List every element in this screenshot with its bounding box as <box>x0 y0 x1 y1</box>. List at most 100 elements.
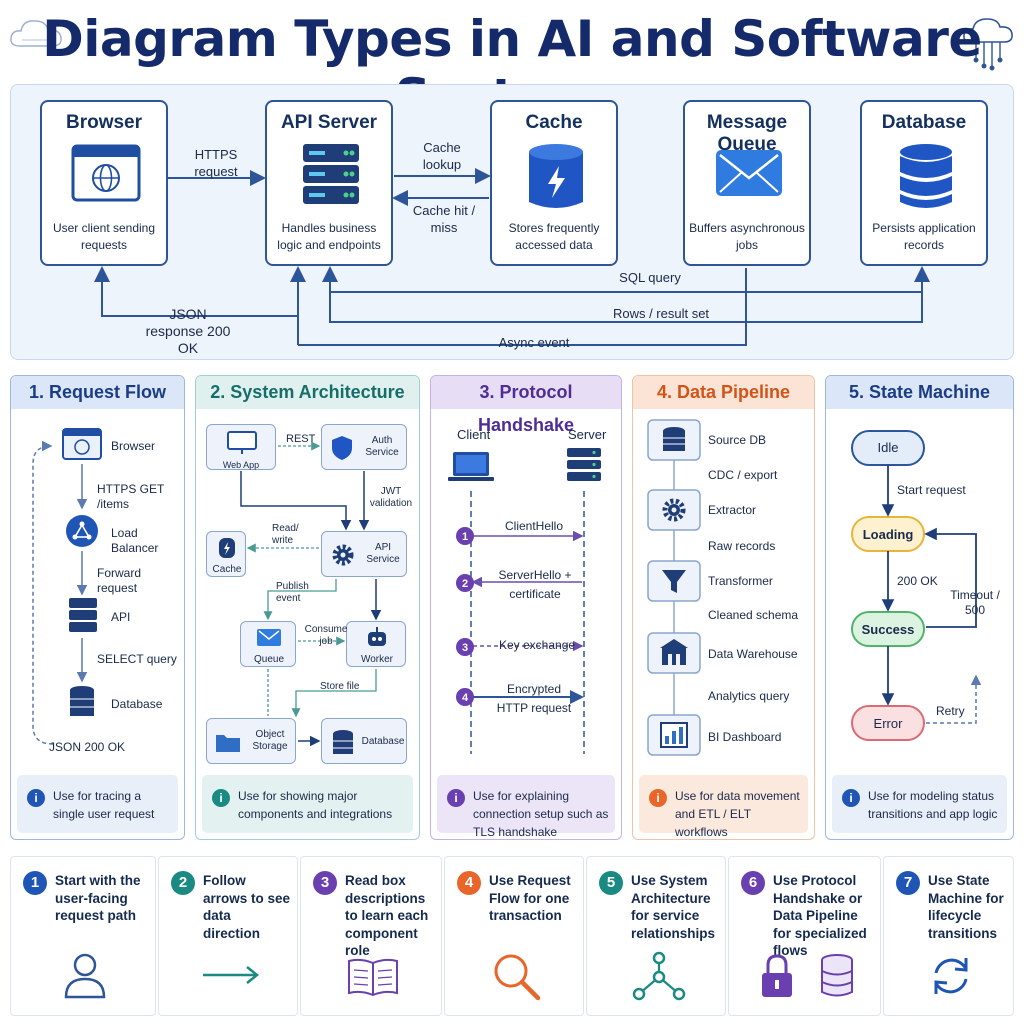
handshake-step-label: ClientHello <box>505 519 564 533</box>
client-label: Client <box>457 427 491 442</box>
panel-note-text: Use for modeling status transitions and … <box>868 789 998 821</box>
node-label: Auth Service <box>365 435 399 458</box>
transition-label: 200 OK <box>897 574 938 588</box>
node-label: Web App <box>222 460 260 470</box>
shield-icon <box>332 436 352 460</box>
architecture-connectors <box>240 441 382 747</box>
envelope-icon <box>716 150 782 196</box>
cache-hit-miss-label: Cache hit / miss <box>412 203 476 235</box>
pipeline-step-label: Source DB <box>708 433 767 447</box>
panel-title: 1. Request Flow <box>11 376 184 409</box>
envelope-icon <box>257 629 281 646</box>
pipeline-step-label: BI Dashboard <box>708 730 782 744</box>
panel-state-machine: 5. State Machine Idle Loading Success Er… <box>825 375 1014 840</box>
state-diagram <box>851 430 982 741</box>
handshake-step-label: ServerHello + certificate <box>498 568 572 601</box>
connector-label: JWT validation <box>369 486 413 509</box>
panel-note: i Use for explaining connection setup suc… <box>437 775 615 839</box>
refresh-cycle-icon <box>934 958 968 994</box>
server-label: Server <box>568 427 607 442</box>
connector-label: Read/ write <box>272 523 299 546</box>
cache-bolt-icon <box>529 144 583 208</box>
robot-icon <box>368 627 386 646</box>
panel-note-text: Use for explaining connection setup such… <box>473 789 609 839</box>
node-label: Worker <box>360 654 394 665</box>
info-icon: i <box>842 789 860 807</box>
box-title: Cache <box>525 112 583 133</box>
connector-label: REST <box>286 433 316 445</box>
step-label: HTTPS GET /items <box>97 482 165 511</box>
info-icon: i <box>649 789 667 807</box>
node-label: Cache <box>212 564 242 575</box>
database-icon <box>333 730 353 754</box>
cache-icon <box>219 538 235 558</box>
tip-7: 7 Use State Machine for lifecycle transi… <box>883 856 1014 1016</box>
tip-number: 6 <box>741 871 765 895</box>
api-server-box: API Server Handles business logic and en… <box>265 100 393 266</box>
tip-number: 3 <box>313 871 337 895</box>
cache-node: Cache <box>206 531 246 577</box>
box-description: Persists application records <box>872 221 976 252</box>
panel-note-text: Use for showing major components and int… <box>238 789 393 821</box>
step-label: JSON 200 OK <box>49 740 126 754</box>
request-flow-diagram <box>32 428 102 745</box>
tip-text: Follow arrows to see data direction <box>203 873 291 941</box>
step-label: API <box>111 610 131 624</box>
pipeline-edge-label: Analytics query <box>708 689 790 703</box>
transition-label: Start request <box>897 483 966 497</box>
panel-title: 3. Protocol Handshake <box>431 376 621 435</box>
database-node: Database <box>321 718 407 764</box>
panel-title: 2. System Architecture <box>196 376 419 409</box>
node-label: Database <box>361 736 405 747</box>
browser-window-icon <box>71 144 141 202</box>
svg-text:1: 1 <box>462 531 468 543</box>
server-rack-icon <box>303 144 359 204</box>
tip-4: 4 Use Request Flow for one transaction <box>444 856 584 1016</box>
architecture-arrows <box>94 168 930 346</box>
tip-text: Use System Architecture for service rela… <box>631 873 716 941</box>
message-queue-box: Message Queue Buffers asynchronous jobs <box>683 100 811 266</box>
tip-text: Use Protocol Handshake or Data Pipeline … <box>773 873 867 958</box>
state-label: Success <box>861 622 915 637</box>
database-icon <box>821 954 853 997</box>
panel-system-architecture: 2. System Architecture Web App Auth Serv… <box>195 375 420 840</box>
tip-number: 5 <box>599 871 623 895</box>
pipeline-step-label: Extractor <box>708 503 757 517</box>
box-description: Handles business logic and endpoints <box>277 221 381 252</box>
panel-request-flow: 1. Request Flow Browser HTTPS GET /items… <box>10 375 185 840</box>
https-request-label: HTTPS request <box>194 147 238 179</box>
arrow-right-icon <box>203 966 260 984</box>
browser-box: Browser User client sending requests <box>40 100 168 266</box>
lock-icon <box>762 954 792 997</box>
tip-5: 5 Use System Architecture for service re… <box>586 856 726 1016</box>
folder-icon <box>216 735 240 752</box>
open-book-icon <box>348 958 398 997</box>
pipeline-edge-label: CDC / export <box>708 468 778 482</box>
tip-1: 1 Start with the user-facing request pat… <box>10 856 156 1016</box>
box-description: User client sending requests <box>52 221 156 252</box>
svg-text:4: 4 <box>462 692 469 704</box>
panel-data-pipeline: 4. Data Pipeline Source DB CDC / export … <box>632 375 815 840</box>
box-title: API Server <box>280 112 378 133</box>
info-icon: i <box>447 789 465 807</box>
tip-number: 7 <box>896 871 920 895</box>
pipeline-edge-label: Cleaned schema <box>708 608 799 622</box>
tip-text: Start with the user-facing request path <box>55 873 141 923</box>
node-label: Object Storage <box>252 729 288 752</box>
step-label: Load Balancer <box>111 526 159 555</box>
box-title: Message Queue <box>706 112 788 155</box>
info-icon: i <box>27 789 45 807</box>
monitor-icon <box>227 431 257 454</box>
cloud-network-icon <box>963 18 1013 71</box>
tip-number: 2 <box>171 871 195 895</box>
database-icon <box>900 144 952 208</box>
magnifier-icon <box>494 954 541 1001</box>
sql-query-label: SQL query <box>619 270 681 285</box>
node-label: API Service <box>366 542 400 565</box>
svg-text:3: 3 <box>462 642 468 654</box>
step-label: Database <box>111 697 163 711</box>
box-title: Browser <box>65 112 143 133</box>
